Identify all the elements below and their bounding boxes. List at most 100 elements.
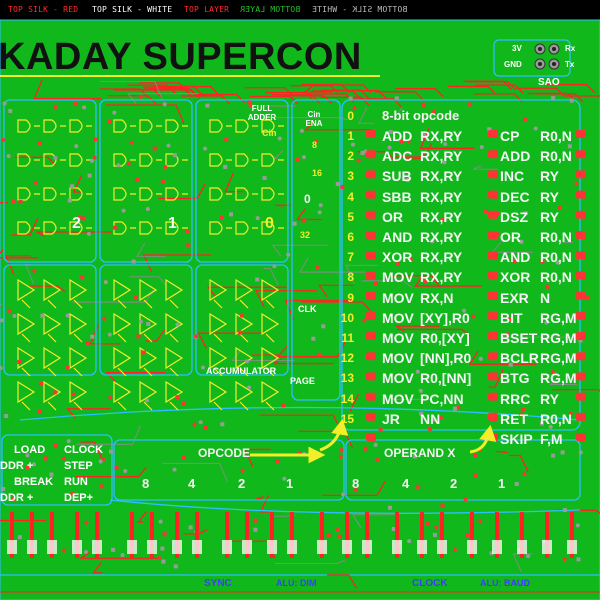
- slice-number-1: 1: [168, 215, 177, 232]
- opcode-right-arg: RG,M: [540, 370, 577, 387]
- opcode-right-arg: N: [540, 289, 551, 306]
- control-label-right: CLOCK: [64, 444, 104, 456]
- opcode-right-mnemonic: CP: [500, 128, 520, 144]
- opcode-left-arg: RX,RY: [420, 229, 463, 245]
- opcode-left-mnemonic: MOV: [382, 390, 414, 407]
- opcode-num: 1: [347, 129, 354, 143]
- opcode-right-mnemonic: OR: [500, 229, 521, 245]
- sao-label: SAO: [538, 77, 560, 88]
- opcode-right-arg: RY: [540, 188, 559, 205]
- opcode-right-mnemonic: SKIP: [500, 431, 533, 447]
- operand-bit-weight: 1: [498, 476, 506, 491]
- opcode-left-arg: RX,RY: [420, 168, 463, 185]
- opcode-bit-weight: 1: [286, 476, 294, 491]
- clk-label: CLK: [298, 304, 317, 314]
- opcode-right-mnemonic: DEC: [500, 188, 530, 205]
- accumulator-label: ACCUMULATOR: [206, 366, 277, 376]
- opcode-left-mnemonic: MOV: [382, 330, 414, 346]
- opcode-num: 9: [347, 290, 354, 305]
- opcode-right-arg: R0,N: [540, 148, 572, 165]
- opcode-num: 2: [347, 149, 354, 164]
- opcode-left-mnemonic: JR: [382, 410, 400, 427]
- opcode-num: 10: [340, 310, 354, 325]
- opcode-left-arg: PC,NN: [420, 390, 464, 407]
- opcode-header-num: 0: [347, 109, 354, 123]
- opcode-left-mnemonic: AND: [382, 229, 413, 245]
- opcode-left-arg: R0,[NN]: [420, 370, 472, 387]
- opcode-num: 8: [347, 270, 354, 285]
- opcode-bit-weight: 2: [238, 476, 246, 491]
- opcode-left-arg: RX,RY: [420, 148, 463, 165]
- opcode-num: 15: [340, 411, 354, 426]
- control-label-right: RUN: [64, 476, 88, 488]
- opcode-right-arg: RY: [540, 168, 559, 185]
- opcode-right-mnemonic: AND: [500, 249, 531, 266]
- opcode-num: 13: [340, 371, 354, 386]
- opcode-bit-weight: 8: [142, 476, 150, 491]
- opcode-left-arg: NN: [420, 410, 441, 427]
- opcode-left-arg: R0,[XY]: [420, 330, 470, 346]
- opcode-left-mnemonic: MOV: [382, 350, 414, 367]
- opcode-num: 5: [347, 209, 354, 224]
- opcode-left-arg: [NN],R0: [420, 350, 472, 367]
- opcode-left-mnemonic: ADD: [382, 128, 413, 144]
- legend-bottom-layer: BOTTOM LAYER: [240, 5, 301, 14]
- control-label-right: DEP+: [64, 492, 94, 504]
- opcode-right-arg: R0,N: [540, 269, 572, 286]
- opcode-right-mnemonic: BSET: [500, 330, 538, 346]
- sao-pin-gnd: GND: [504, 60, 522, 69]
- opcode-num: 14: [340, 391, 354, 406]
- operand-bit-weight: 2: [450, 476, 458, 491]
- slice-number-0: 0: [304, 192, 311, 206]
- opcode-left-mnemonic: MOV: [382, 289, 414, 306]
- opcode-right-arg: RG,M: [540, 330, 577, 346]
- bottom-label-alu-dim: ALU: DIM: [276, 578, 317, 588]
- bottom-label-clock: CLOCK: [412, 578, 448, 589]
- opcode-left-arg: RX,RY: [420, 128, 463, 144]
- opcode-left-arg: [XY],R0: [420, 309, 470, 326]
- opcode-right-mnemonic: RET: [500, 410, 528, 427]
- opcode-right-mnemonic: ADD: [500, 148, 531, 165]
- opcode-right-mnemonic: DSZ: [500, 208, 528, 225]
- opcode-num: 3: [347, 169, 354, 184]
- control-label-left: LOAD: [14, 444, 46, 456]
- opcode-right-arg: R0,N: [540, 128, 572, 144]
- opcode-left-arg: RX,RY: [420, 188, 463, 205]
- opcode-left-mnemonic: ADC: [382, 148, 413, 165]
- opcode-left-mnemonic: XOR: [382, 249, 413, 266]
- opcode-header: 8-bit opcode: [382, 108, 460, 123]
- opcode-left-mnemonic: OR: [382, 208, 403, 225]
- opcode-right-arg: RG,M: [540, 309, 577, 326]
- opcode-left-arg: RX,RY: [420, 208, 463, 225]
- mid-tag-32: 32: [300, 230, 311, 240]
- legend-top-silk-white: TOP SILK - WHITE: [92, 5, 173, 14]
- operand-bit-weight: 8: [352, 476, 360, 491]
- opcode-right-arg: RG,M: [540, 350, 577, 367]
- legend-top-layer: TOP LAYER: [184, 5, 230, 14]
- control-label-left: DDR +: [0, 492, 34, 504]
- sao-pin-rx: Rx: [565, 44, 576, 53]
- sao-pin-3v: 3V: [512, 44, 522, 53]
- board-title: KADAY SUPERCON: [0, 36, 362, 78]
- mid-tag-16: 16: [312, 168, 323, 178]
- opcode-label: OPCODE: [198, 446, 251, 460]
- opcode-left-mnemonic: SUB: [382, 168, 412, 185]
- opcode-bit-weight: 4: [188, 476, 196, 491]
- control-label-right: STEP: [64, 460, 93, 472]
- bottom-label-alu-baud: ALU: BAUD: [480, 578, 530, 588]
- opcode-left-mnemonic: MOV: [382, 269, 414, 286]
- opcode-right-mnemonic: EXR: [500, 289, 529, 306]
- opcode-right-mnemonic: INC: [500, 168, 525, 185]
- sao-pin-tx: Tx: [565, 60, 575, 69]
- opcode-left-mnemonic: SBB: [382, 188, 412, 205]
- opcode-right-arg: R0,N: [540, 249, 572, 266]
- opcode-right-arg: RY: [540, 390, 559, 407]
- opcode-num: 4: [347, 189, 354, 204]
- opcode-right-arg: R0,N: [540, 410, 572, 427]
- opcode-left-mnemonic: MOV: [382, 370, 414, 387]
- cin-label: Cin: [262, 128, 277, 138]
- opcode-left-arg: RX,RY: [420, 249, 463, 266]
- mid-tag-0: 0: [265, 215, 274, 232]
- cin-ena-label: Cin ENA: [305, 110, 323, 128]
